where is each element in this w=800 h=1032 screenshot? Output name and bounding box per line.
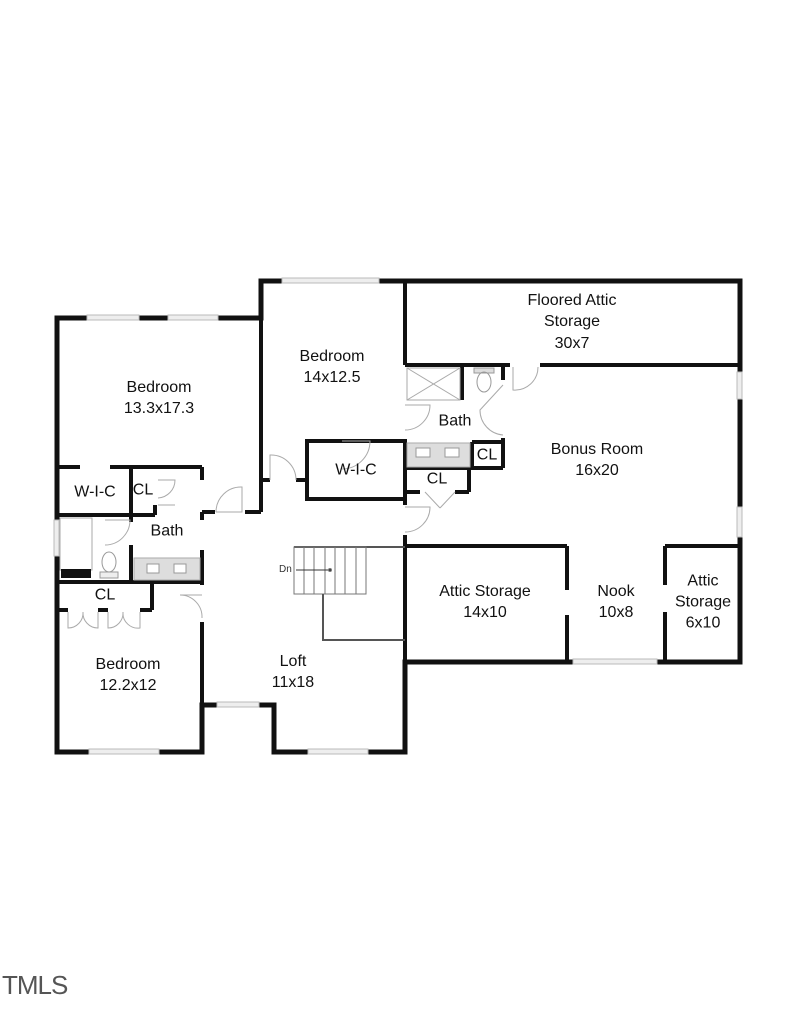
- room-name: Storage: [674, 593, 732, 611]
- room-cl-bedroom-3: CL: [94, 586, 116, 604]
- room-bonus-room: Bonus Room 16x20: [551, 439, 644, 481]
- room-cl-1: CL: [132, 481, 154, 499]
- room-name: Storage: [543, 313, 601, 330]
- staircase: [293, 546, 405, 641]
- interior-walls: [57, 281, 740, 705]
- room-loft: Loft 11x18: [272, 651, 314, 693]
- room-bedroom-1: Bedroom 13.3x17.3: [124, 377, 194, 419]
- room-dims: 16x20: [575, 462, 619, 479]
- stairs-down-label: Dn: [279, 564, 292, 575]
- room-name: Floored Attic: [527, 292, 617, 309]
- room-wic-1: W-I-C: [74, 483, 116, 501]
- room-attic-storage-1: Attic Storage 14x10: [439, 581, 531, 623]
- room-name: Bonus Room: [550, 441, 644, 458]
- room-floored-attic-storage: Floored Attic Storage 30x7: [528, 290, 617, 354]
- room-bedroom-2: Bedroom 14x12.5: [300, 346, 365, 388]
- room-dims: 13.3x17.3: [123, 400, 195, 417]
- room-bath-2: Bath: [438, 412, 472, 430]
- room-attic-storage-2: Attic Storage 6x10: [675, 571, 731, 634]
- room-name: Bedroom: [126, 379, 192, 396]
- tmls-watermark: TMLS: [2, 970, 68, 1000]
- room-name: Nook: [597, 583, 635, 600]
- room-name: Bedroom: [299, 348, 365, 365]
- room-bath-1: Bath: [150, 522, 184, 540]
- room-bedroom-3: Bedroom 12.2x12: [96, 654, 161, 696]
- room-dims: 30x7: [554, 335, 590, 352]
- room-nook: Nook 10x8: [597, 581, 634, 623]
- room-dims: 14x10: [463, 604, 507, 621]
- room-cl-hall: CL: [426, 470, 448, 488]
- room-name: Loft: [279, 653, 307, 670]
- room-name: Attic: [687, 572, 719, 590]
- room-dims: 10x8: [598, 604, 634, 621]
- doors: [67, 366, 539, 629]
- room-dims: 14x12.5: [303, 369, 361, 386]
- room-dims: 12.2x12: [99, 677, 157, 694]
- room-wic-2: W-I-C: [335, 461, 377, 479]
- bath-fixtures: [59, 367, 495, 581]
- room-cl-bath-2: CL: [476, 446, 498, 464]
- room-name: Attic Storage: [439, 583, 531, 600]
- room-name: Bedroom: [95, 656, 161, 673]
- windows: [53, 277, 743, 755]
- room-dims: 6x10: [685, 614, 721, 632]
- room-dims: 11x18: [271, 674, 315, 691]
